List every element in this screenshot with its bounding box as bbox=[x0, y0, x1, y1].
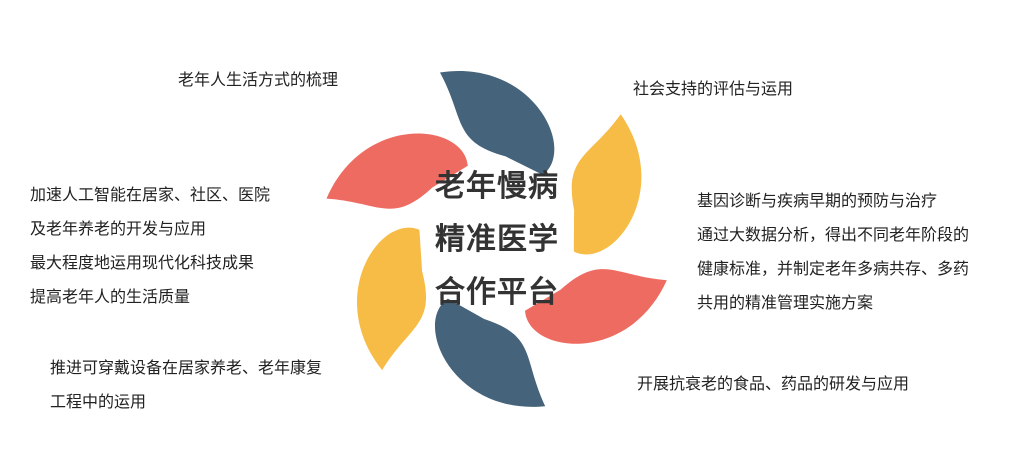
petal-04-label: 开展抗衰老的食品、药品的研发与应用 bbox=[637, 367, 909, 401]
center-title-line-3: 合作平台 bbox=[435, 275, 559, 310]
petal-01-label-line: 老年人生活方式的梳理 bbox=[178, 70, 339, 89]
petal-06-label: 加速人工智能在居家、社区、医院 及老年养老的开发与应用 最大程度地运用现代化科技… bbox=[30, 178, 270, 314]
petal-05-label: 推进可穿戴设备在居家养老、老年康复 工程中的运用 bbox=[50, 351, 322, 419]
petal-number-06: 06 bbox=[315, 201, 350, 230]
petal-04 bbox=[434, 298, 546, 407]
petal-04-label-line: 开展抗衰老的食品、药品的研发与应用 bbox=[637, 374, 910, 393]
petal-layer bbox=[326, 71, 667, 407]
petal-number-03: 03 bbox=[645, 216, 680, 245]
petal-02-label-line: 社会支持的评估与运用 bbox=[633, 79, 794, 98]
petal-06 bbox=[326, 133, 468, 209]
petal-06-label-line: 提高老年人的生活质量 bbox=[30, 287, 191, 306]
petal-03 bbox=[525, 269, 667, 344]
petal-05-label-line: 工程中的运用 bbox=[50, 392, 147, 411]
petal-01-label: 老年人生活方式的梳理 bbox=[178, 63, 338, 97]
petal-03-label: 基因诊断与疾病早期的预防与治疗 通过大数据分析，得出不同老年阶段的 健康标准，并… bbox=[697, 184, 969, 320]
petal-06-label-line: 及老年养老的开发与应用 bbox=[30, 219, 207, 238]
petal-number-02: 02 bbox=[568, 68, 603, 97]
petal-03-label-line: 通过大数据分析，得出不同老年阶段的 bbox=[697, 225, 970, 244]
petal-03-label-line: 基因诊断与疾病早期的预防与治疗 bbox=[697, 191, 938, 210]
petal-03-label-line: 健康标准，并制定老年多病共存、多药 bbox=[697, 259, 970, 278]
center-title-line-1: 老年慢病 bbox=[435, 169, 559, 204]
number-layer: 01 02 03 04 05 06 bbox=[315, 68, 680, 382]
petal-03-label-line: 共用的精准管理实施方案 bbox=[697, 293, 874, 312]
petal-05-label-line: 推进可穿戴设备在居家养老、老年康复 bbox=[50, 358, 323, 377]
petal-02-label: 社会支持的评估与运用 bbox=[633, 72, 793, 106]
petal-06-label-line: 加速人工智能在居家、社区、医院 bbox=[30, 185, 271, 204]
petal-06-label-line: 最大程度地运用现代化科技成果 bbox=[30, 253, 255, 272]
center-title-line-2: 精准医学 bbox=[435, 222, 559, 257]
petal-02 bbox=[571, 114, 642, 255]
petal-01 bbox=[440, 71, 555, 175]
petal-05 bbox=[357, 227, 427, 371]
petal-number-05: 05 bbox=[390, 353, 425, 382]
center-hub bbox=[421, 162, 573, 314]
petal-number-04: 04 bbox=[549, 353, 584, 382]
petal-number-01: 01 bbox=[408, 68, 443, 97]
